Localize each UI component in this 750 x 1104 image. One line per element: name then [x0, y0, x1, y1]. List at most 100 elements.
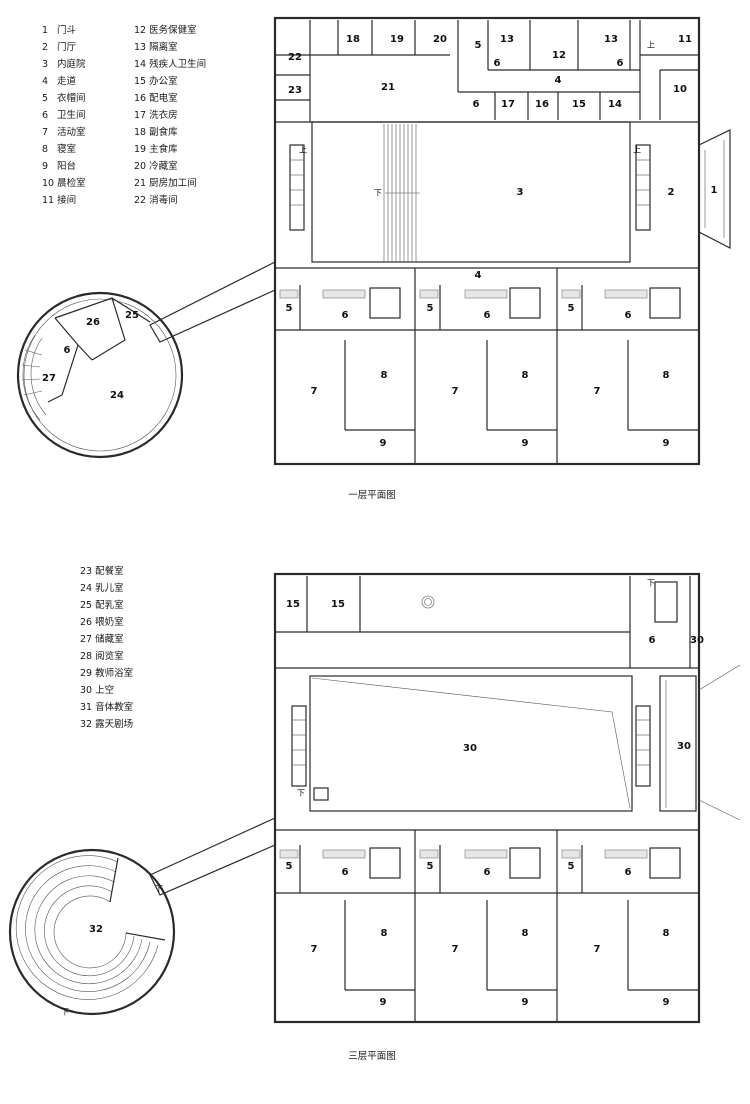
round-building-f1: [16, 291, 184, 459]
courtyard-steps: [383, 124, 420, 262]
room-label: 8: [381, 370, 388, 381]
washbasin-row: [464, 289, 508, 299]
room-label: 17: [501, 99, 515, 110]
room-label: 6: [342, 867, 349, 878]
room-label: 15: [572, 99, 586, 110]
stair-note: 下: [297, 789, 305, 798]
washbasin-row: [322, 849, 366, 859]
room-label: 7: [452, 386, 459, 397]
coat-rack: [279, 289, 299, 299]
coat-rack: [561, 289, 581, 299]
bridge-f3: [149, 817, 276, 896]
room-label: 7: [311, 386, 318, 397]
room-label: 7: [311, 944, 318, 955]
room-label: 5: [427, 303, 434, 314]
room-label: 25: [125, 310, 139, 321]
room-label: 21: [381, 82, 395, 93]
room-label: 8: [522, 370, 529, 381]
room-label: 13: [500, 34, 514, 45]
floor1-plan: 1 2 3 4 4 5 5 5 5 6 6 6 6 6 6 6 7 7 7 8 …: [16, 16, 731, 466]
room-label: 8: [381, 928, 388, 939]
room-label: 30: [463, 743, 477, 754]
room-label: 5: [286, 861, 293, 872]
room-label: 32: [89, 924, 103, 935]
room-label: 6: [625, 867, 632, 878]
room-label: 22: [288, 52, 302, 63]
stair-note: 上: [299, 146, 307, 155]
room-label: 14: [608, 99, 622, 110]
open-air-theatre: [8, 848, 176, 1016]
floor3-plan: 15 15 6 30 30 30 5 5 5 6 6 6 7 7 7 8 8 8…: [8, 572, 741, 1024]
room-label: 6: [625, 310, 632, 321]
room-label: 6: [494, 58, 501, 69]
stair-left-f3: [291, 705, 307, 787]
stair-note: 下: [155, 885, 163, 894]
room-label: 6: [484, 867, 491, 878]
coat-rack: [279, 849, 299, 859]
room-label: 26: [86, 317, 100, 328]
room-label: 5: [475, 40, 482, 51]
room-label: 1: [711, 185, 718, 196]
room-label: 20: [433, 34, 447, 45]
room-label: 30: [677, 741, 691, 752]
room-label: 27: [42, 373, 56, 384]
room-label: 9: [663, 997, 670, 1008]
stair-left-f1: [289, 144, 305, 231]
room-label: 3: [517, 187, 524, 198]
stair-note: 下: [647, 579, 655, 588]
room-label: 24: [110, 390, 124, 401]
coat-rack: [419, 289, 439, 299]
room-label: 15: [286, 599, 300, 610]
room-label: 5: [568, 861, 575, 872]
caption-floor3: 三层平面图: [348, 1051, 396, 1062]
washbasin-row: [604, 849, 648, 859]
room-label: 9: [522, 997, 529, 1008]
room-label: 12: [552, 50, 566, 61]
room-label: 9: [380, 997, 387, 1008]
room-label: 6: [649, 635, 656, 646]
room-label: 6: [484, 310, 491, 321]
room-label: 4: [555, 75, 562, 86]
room-label: 9: [522, 438, 529, 449]
room-label: 13: [604, 34, 618, 45]
room-label: 6: [342, 310, 349, 321]
room-label: 6: [473, 99, 480, 110]
room-label: 5: [427, 861, 434, 872]
caption-floor1: 一层平面图: [348, 490, 396, 501]
toilet-stalls: [509, 287, 541, 319]
room-label: 23: [288, 85, 302, 96]
coat-rack: [419, 849, 439, 859]
room-label: 4: [475, 270, 482, 281]
room-label: 5: [286, 303, 293, 314]
bridge-f1: [149, 261, 276, 343]
coat-rack: [561, 849, 581, 859]
room-label: 6: [617, 58, 624, 69]
washbasin-row: [464, 849, 508, 859]
room-label: 10: [673, 84, 687, 95]
room-label: 8: [663, 928, 670, 939]
